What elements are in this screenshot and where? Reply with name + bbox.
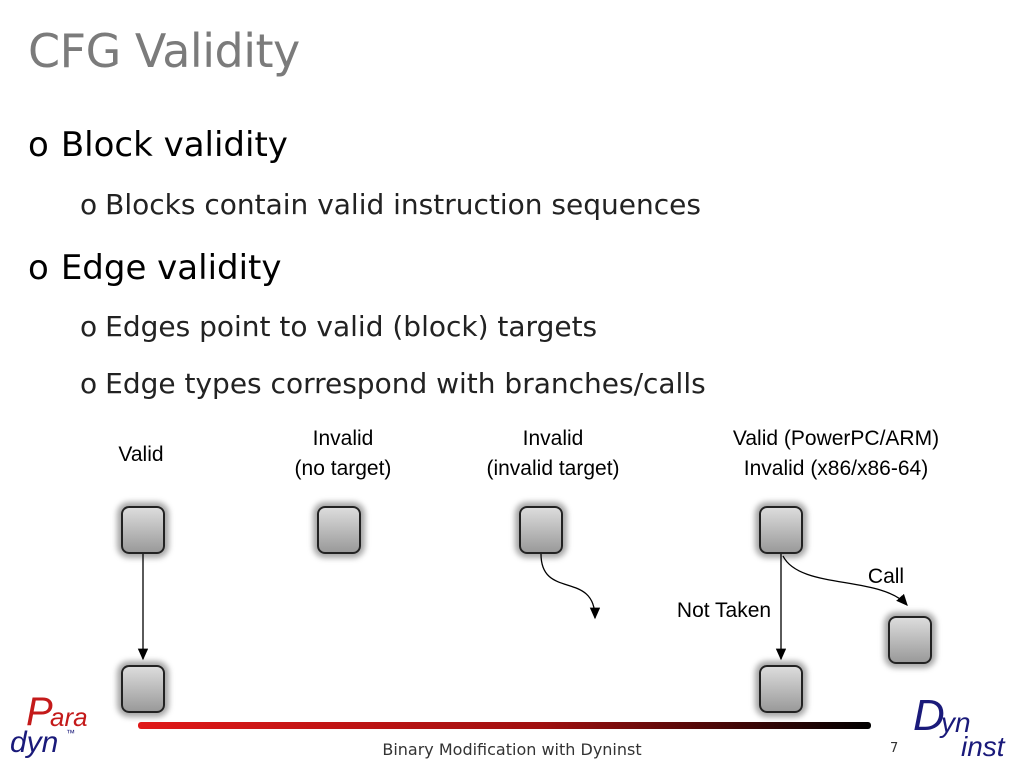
label-invalid-target: Invalid (invalid target) [463, 424, 643, 484]
footer-title: Binary Modification with Dyninst [382, 740, 642, 759]
bullet-edge-validity: o Edge validity [28, 248, 282, 288]
label-valid: Valid [118, 443, 164, 466]
bullet-marker: o [80, 367, 98, 400]
logo-text-part: inst [961, 731, 1005, 762]
bullet-marker: o [80, 310, 98, 343]
block-not-taken-target [759, 665, 803, 713]
logo-tm: ™ [66, 728, 75, 738]
bullet-text: Edge validity [60, 248, 282, 288]
label-line: Invalid [522, 427, 584, 450]
label-line: Invalid [312, 427, 374, 450]
paradyn-logo: P ara dyn ™ [6, 690, 106, 764]
bullet-text: Blocks contain valid instruction sequenc… [105, 188, 701, 221]
block-no-target [317, 506, 361, 554]
bullet-text: Edges point to valid (block) targets [105, 310, 598, 343]
label-line: (invalid target) [486, 457, 620, 480]
logo-letter: D [913, 691, 945, 740]
block-platform-source [759, 506, 803, 554]
bullet-marker: o [28, 248, 49, 288]
block-call-target [888, 616, 932, 664]
bullet-block-validity: o Block validity [28, 125, 288, 165]
footer-bar [138, 722, 871, 729]
logo-text-part: ara [50, 702, 88, 732]
label-platform-validity: Valid (PowerPC/ARM) Invalid (x86/x86-64) [690, 424, 982, 484]
label-line: Valid (PowerPC/ARM) [732, 427, 940, 450]
bullet-text: Block validity [60, 125, 288, 165]
page-number: 7 [890, 741, 899, 756]
label-invalid-no-target: Invalid (no target) [263, 424, 423, 484]
logo-text-part: yn [941, 707, 971, 738]
label-line: Invalid (x86/x86-64) [743, 457, 929, 480]
block-valid-target [121, 665, 165, 713]
bullet-text: Edge types correspond with branches/call… [105, 367, 706, 400]
edge-invalid-target [540, 553, 601, 620]
block-invalid-target-source [519, 506, 563, 554]
logo-letter: P [26, 690, 53, 734]
edge-call [782, 555, 908, 606]
dyninst-logo: D yn inst [905, 691, 1020, 765]
bullet-marker: o [80, 188, 98, 221]
bullet-marker: o [28, 125, 49, 165]
edge-label-not-taken: Not Taken [676, 599, 772, 622]
block-valid-source [121, 506, 165, 554]
label-line: (no target) [294, 457, 392, 480]
slide-title: CFG Validity [28, 24, 300, 78]
edge-label-call: Call [867, 565, 905, 588]
logo-text-part: dyn [10, 726, 59, 759]
